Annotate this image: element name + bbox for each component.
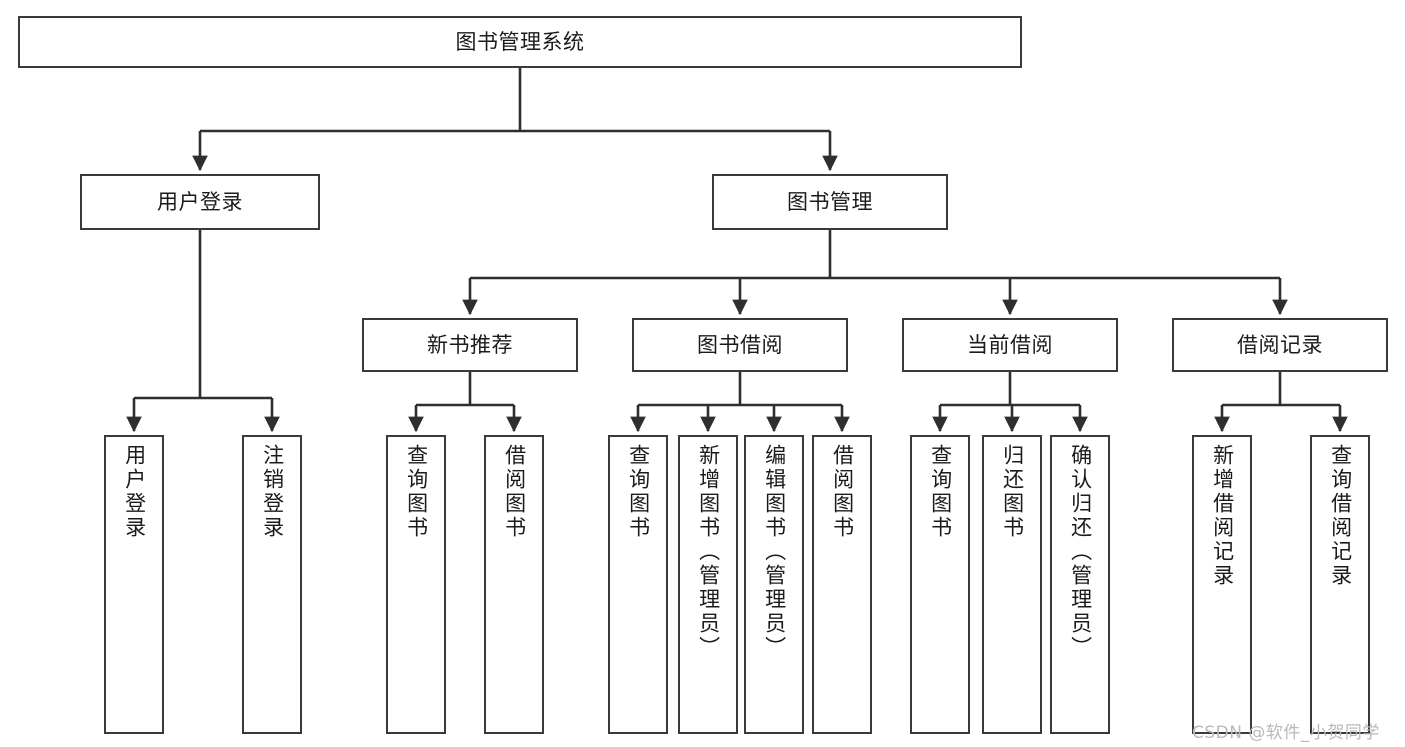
leaf-return-book-label: 归还图书 (1000, 444, 1025, 540)
node-book-borrow-label: 图书借阅 (697, 332, 783, 357)
leaf-return-book[interactable]: 归还图书 (982, 435, 1042, 734)
node-root-label: 图书管理系统 (455, 29, 585, 54)
leaf-add-record-label: 新增借阅记录 (1210, 444, 1235, 588)
leaf-query-book-1[interactable]: 查询图书 (386, 435, 446, 734)
leaf-query-book-1-label: 查询图书 (404, 444, 429, 540)
csdn-watermark: CSDN @软件_小贺同学 (1192, 723, 1380, 743)
node-user-login[interactable]: 用户登录 (80, 174, 320, 230)
leaf-add-book[interactable]: 新增图书（管理员） (678, 435, 738, 734)
node-borrow-record[interactable]: 借阅记录 (1172, 318, 1388, 372)
leaf-logout-login[interactable]: 注销登录 (242, 435, 302, 734)
leaf-user-login-label: 用户登录 (122, 444, 147, 540)
node-user-login-label: 用户登录 (157, 189, 243, 214)
leaf-edit-book[interactable]: 编辑图书（管理员） (744, 435, 804, 734)
leaf-user-login[interactable]: 用户登录 (104, 435, 164, 734)
leaf-confirm-return[interactable]: 确认归还（管理员） (1050, 435, 1110, 734)
leaf-confirm-return-label: 确认归还（管理员） (1068, 444, 1093, 660)
leaf-query-record-label: 查询借阅记录 (1328, 444, 1353, 588)
leaf-add-book-label: 新增图书（管理员） (696, 444, 721, 660)
leaf-borrow-book-2[interactable]: 借阅图书 (812, 435, 872, 734)
leaf-query-book-2-label: 查询图书 (626, 444, 651, 540)
leaf-borrow-book-1[interactable]: 借阅图书 (484, 435, 544, 734)
node-root[interactable]: 图书管理系统 (18, 16, 1022, 68)
leaf-edit-book-label: 编辑图书（管理员） (762, 444, 787, 660)
leaf-query-book-3[interactable]: 查询图书 (910, 435, 970, 734)
node-current-borrow-label: 当前借阅 (967, 332, 1053, 357)
node-new-book-rec-label: 新书推荐 (427, 332, 513, 357)
node-new-book-rec[interactable]: 新书推荐 (362, 318, 578, 372)
leaf-add-record[interactable]: 新增借阅记录 (1192, 435, 1252, 734)
leaf-query-record[interactable]: 查询借阅记录 (1310, 435, 1370, 734)
leaf-borrow-book-1-label: 借阅图书 (502, 444, 527, 540)
leaf-query-book-3-label: 查询图书 (928, 444, 953, 540)
leaf-borrow-book-2-label: 借阅图书 (830, 444, 855, 540)
node-borrow-record-label: 借阅记录 (1237, 332, 1323, 357)
node-book-borrow[interactable]: 图书借阅 (632, 318, 848, 372)
leaf-query-book-2[interactable]: 查询图书 (608, 435, 668, 734)
node-book-manage[interactable]: 图书管理 (712, 174, 948, 230)
node-current-borrow[interactable]: 当前借阅 (902, 318, 1118, 372)
node-book-manage-label: 图书管理 (787, 189, 873, 214)
leaf-logout-login-label: 注销登录 (260, 444, 285, 540)
